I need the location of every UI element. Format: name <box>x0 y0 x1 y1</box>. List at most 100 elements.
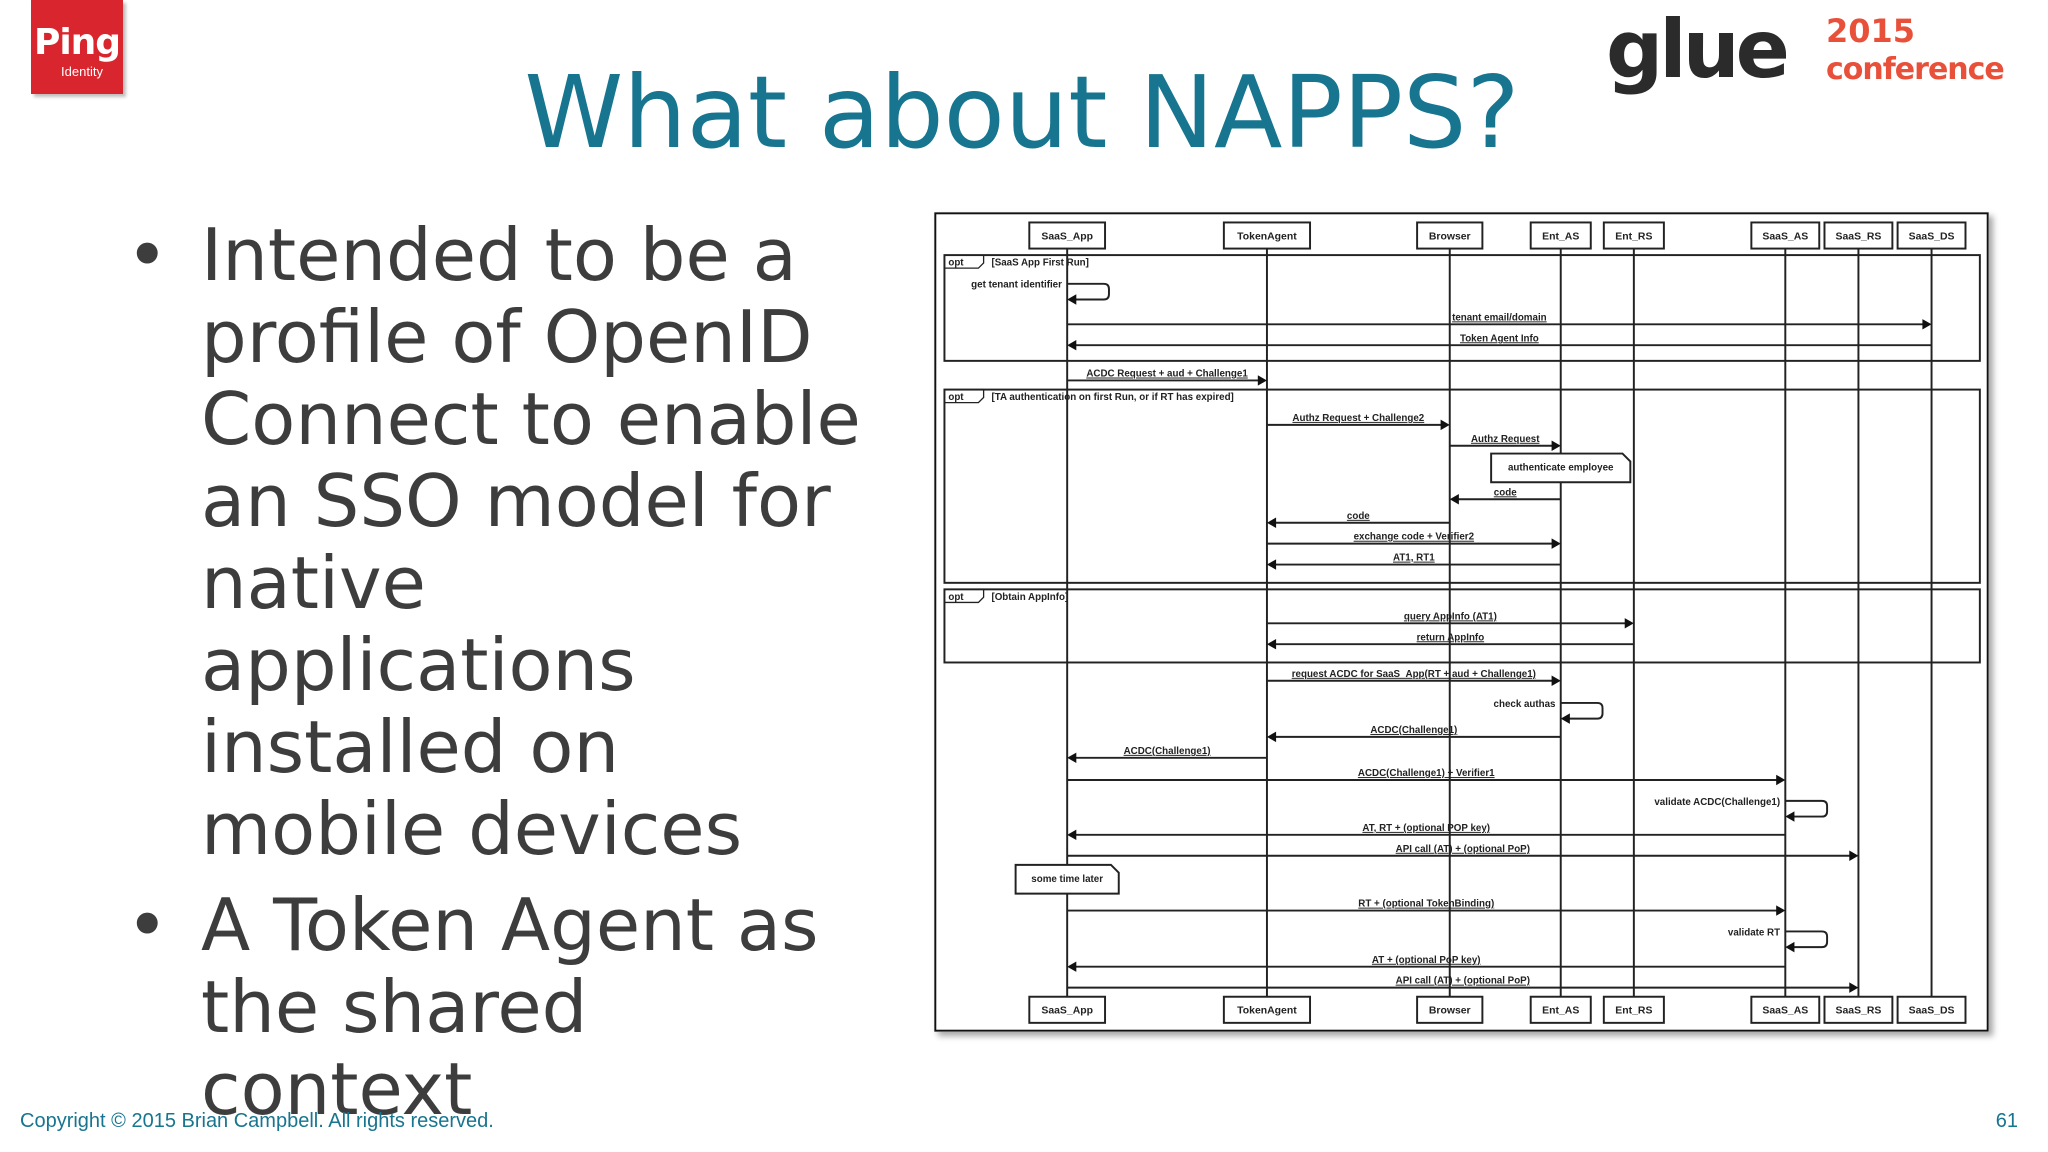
participant-box <box>1602 995 1665 1024</box>
opt-frame-tag: opt <box>948 258 964 269</box>
arrowhead-icon <box>1067 752 1077 764</box>
arrowhead-icon <box>1266 559 1277 570</box>
note-box <box>1014 863 1120 895</box>
opt-frame-tag: opt <box>948 392 964 403</box>
participant-label: SaaS_RS <box>1836 231 1882 242</box>
message-label: check authas <box>1494 699 1557 710</box>
opt-frame-tag: opt <box>948 592 964 603</box>
bullet-text: Intended to be a profile of OpenID Conne… <box>201 213 861 871</box>
message-label: return AppInfo <box>1417 632 1485 643</box>
arrowhead-icon <box>1776 774 1786 786</box>
participant-label: Ent_AS <box>1542 231 1579 242</box>
message-label: AT + (optional PoP key) <box>1372 955 1481 966</box>
arrowhead-icon <box>1551 538 1561 549</box>
bullet-icon: • <box>126 883 169 967</box>
self-message-arrow <box>1785 799 1829 818</box>
self-message-arrow <box>1560 701 1604 720</box>
opt-frame-guard: [Obtain AppInfo] <box>991 592 1068 603</box>
glue-logo-year: 2015 <box>1826 12 1916 50</box>
arrowhead-icon <box>1067 339 1077 351</box>
message-label: Authz Request + Challenge2 <box>1292 413 1424 424</box>
opt-frame-tab <box>944 254 985 269</box>
opt-frame <box>943 588 1981 664</box>
participant-label: Ent_RS <box>1615 1006 1652 1017</box>
arrowhead-icon <box>1560 713 1570 724</box>
participant-box <box>1222 995 1312 1024</box>
opt-frame-tab <box>944 588 985 604</box>
participant-box <box>1823 995 1894 1024</box>
arrowhead-icon <box>1266 731 1277 743</box>
participant-label: Ent_RS <box>1615 231 1652 242</box>
participant-label: SaaS_RS <box>1836 1006 1882 1017</box>
bullet-item: • Intended to be a profile of OpenID Conn… <box>118 214 878 870</box>
participant-label: SaaS_App <box>1041 1006 1093 1017</box>
participant-box <box>1416 221 1484 250</box>
participant-box <box>1750 221 1821 250</box>
message-label: validate ACDC(Challenge1) <box>1654 797 1780 808</box>
bullet-item: • A Token Agent as the shared context <box>118 884 878 1130</box>
participant-label: TokenAgent <box>1237 1006 1297 1017</box>
message-label: request ACDC for SaaS_App(RT + aud + Cha… <box>1292 669 1536 680</box>
participant-label: Ent_AS <box>1542 1006 1579 1017</box>
opt-frame-guard: [TA authentication on first Run, or if R… <box>991 392 1233 403</box>
message-label: get tenant identifier <box>971 280 1062 291</box>
participant-box <box>1529 221 1592 250</box>
message-label: API call (AT) + (optional PoP) <box>1396 976 1530 987</box>
sequence-diagram: opt [SaaS App First Run] opt [TA authentica… <box>934 212 1989 1032</box>
message-label: code <box>1347 511 1370 522</box>
participant-label: Browser <box>1429 231 1471 242</box>
arrowhead-icon <box>1624 618 1634 629</box>
bullet-icon: • <box>126 213 169 297</box>
opt-frame-guard: [SaaS App First Run] <box>991 258 1088 269</box>
participant-box <box>1896 221 1967 250</box>
message-label: code <box>1494 487 1517 498</box>
opt-frame <box>943 388 1981 584</box>
ping-identity-logo: Ping Identity <box>31 0 123 94</box>
page-number: 61 <box>1995 1110 2018 1132</box>
arrowhead-icon <box>1449 494 1459 505</box>
note-label: some time later <box>1031 874 1103 885</box>
ping-logo-text: Ping <box>33 22 121 63</box>
message-label: API call (AT) + (optional PoP) <box>1396 844 1530 855</box>
arrowhead-icon <box>1785 811 1795 822</box>
opt-frame-tab <box>944 388 985 404</box>
participant-box <box>1602 221 1665 250</box>
participant-box <box>1750 995 1821 1024</box>
participant-box <box>1222 221 1312 250</box>
glue-logo-text: glue <box>1606 3 1790 96</box>
arrowhead-icon <box>1849 850 1859 861</box>
ping-logo-subtext: Identity <box>61 64 103 79</box>
slide-title: What about NAPPS? <box>0 54 2048 171</box>
slide-title-text: What about NAPPS? <box>524 54 1520 171</box>
message-label: ACDC(Challenge1) + Verifier1 <box>1358 768 1495 779</box>
arrowhead-icon <box>1257 375 1267 386</box>
participant-box <box>1028 995 1107 1024</box>
message-label: AT, RT + (optional POP key) <box>1362 823 1490 834</box>
message-label: Authz Request <box>1471 434 1540 445</box>
message-label: ACDC Request + aud + Challenge1 <box>1086 369 1248 380</box>
arrowhead-icon <box>1551 675 1561 686</box>
note-label: authenticate employee <box>1508 463 1614 474</box>
participant-box <box>1028 221 1107 250</box>
message-label: query AppInfo (AT1) <box>1404 611 1497 622</box>
arrowhead-icon <box>1067 294 1077 305</box>
participant-label: TokenAgent <box>1237 231 1297 242</box>
participant-label: SaaS_DS <box>1909 231 1955 242</box>
participant-box <box>1823 221 1894 250</box>
bullet-text: A Token Agent as the shared context <box>201 883 819 1131</box>
arrowhead-icon <box>1440 419 1450 431</box>
message-label: Token Agent Info <box>1460 333 1539 344</box>
self-message-arrow <box>1067 282 1110 301</box>
message-label: ACDC(Challenge1) <box>1370 725 1457 736</box>
self-message-arrow <box>1785 930 1829 949</box>
glue-conference-logo: glue 2015 conference <box>1606 8 2026 118</box>
participant-box <box>1896 995 1967 1024</box>
glue-logo-subtext: conference <box>1826 52 2005 87</box>
message-label: exchange code + Verifier2 <box>1354 532 1475 543</box>
message-label: RT + (optional TokenBinding) <box>1358 899 1494 910</box>
copyright-footer: Copyright © 2015 Brian Campbell. All rig… <box>20 1110 494 1132</box>
participant-label: SaaS_App <box>1041 231 1093 242</box>
arrowhead-icon <box>1776 905 1786 916</box>
participant-label: SaaS_AS <box>1762 231 1808 242</box>
sequence-diagram-svg: opt [SaaS App First Run] opt [TA authentica… <box>934 212 1989 1032</box>
